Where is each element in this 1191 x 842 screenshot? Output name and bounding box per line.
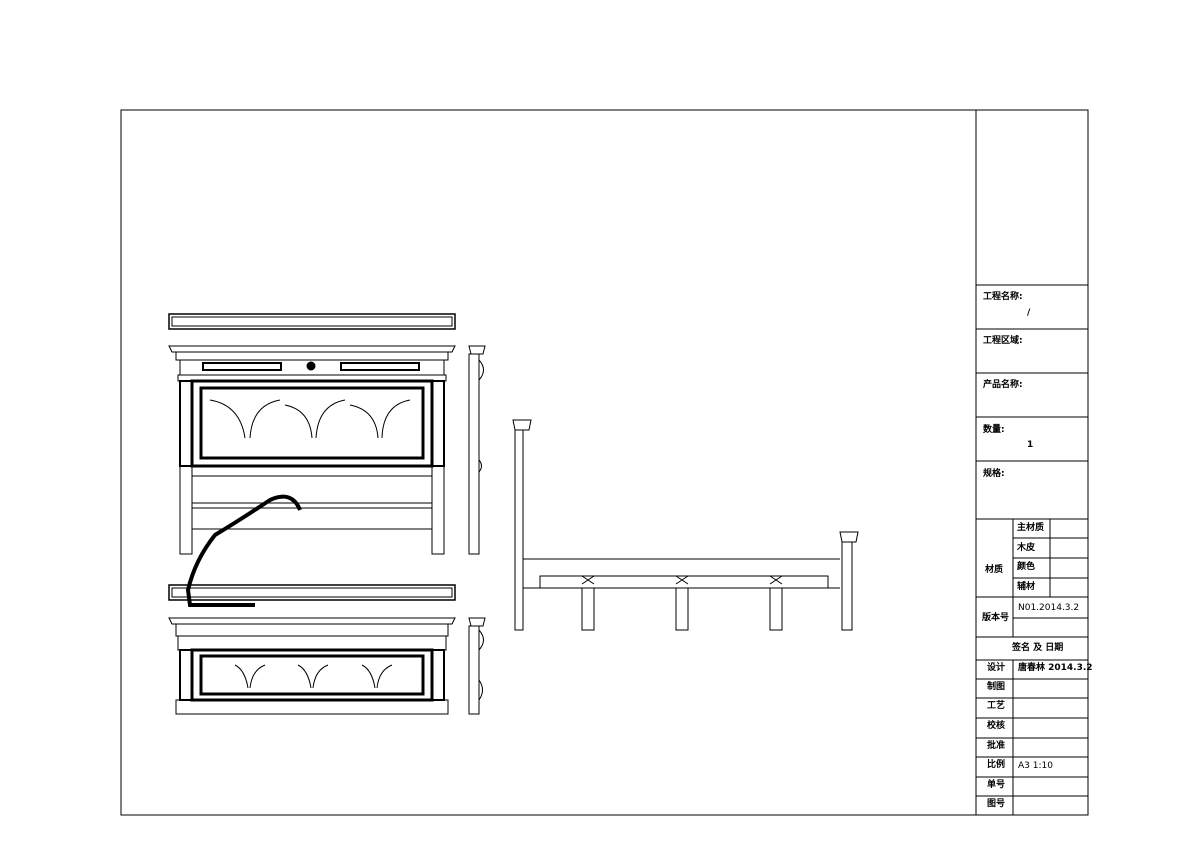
- quantity-label: 数量:: [983, 425, 1005, 435]
- material-main: 主材质: [1017, 523, 1045, 533]
- scale-value: A3 1:10: [1018, 761, 1053, 771]
- sign-row-label: 校核: [987, 721, 1006, 731]
- material-auxiliary: 辅材: [1017, 582, 1036, 592]
- sign-row-label: 制图: [987, 682, 1006, 692]
- material-label: 材质: [985, 565, 1004, 575]
- headboard-front-view: [168, 313, 456, 555]
- decorative-chain: [185, 494, 302, 607]
- material-color: 颜色: [1017, 562, 1036, 572]
- footboard-side-view: [468, 617, 486, 715]
- headboard-side-view: [468, 345, 486, 555]
- project-name-label: 工程名称:: [983, 292, 1023, 302]
- sign-row-label: 单号: [987, 780, 1006, 790]
- version-value: N01.2014.3.2: [1018, 603, 1080, 613]
- material-veneer: 木皮: [1017, 543, 1036, 553]
- sign-row-label: 设计: [987, 663, 1006, 673]
- signature-header: 签名 及 日期: [1012, 643, 1064, 653]
- project-name-value: /: [1027, 308, 1031, 318]
- sign-row-label: 工艺: [987, 701, 1006, 711]
- quantity-value: 1: [1027, 440, 1034, 450]
- sign-row-label: 比例: [987, 760, 1006, 770]
- version-label: 版本号: [982, 613, 1010, 623]
- title-block-grid: [975, 110, 1088, 815]
- project-area-label: 工程区域:: [983, 336, 1023, 346]
- sign-row-label: 批准: [987, 741, 1006, 751]
- bed-side-elevation: [512, 419, 859, 631]
- sign-row-label: 图号: [987, 799, 1006, 809]
- sign-row-value: 唐春林 2014.3.2: [1018, 663, 1093, 673]
- footboard-front-view: [168, 584, 456, 715]
- drawing-border: [120, 109, 1089, 816]
- product-name-label: 产品名称:: [983, 380, 1023, 390]
- spec-label: 规格:: [983, 469, 1005, 479]
